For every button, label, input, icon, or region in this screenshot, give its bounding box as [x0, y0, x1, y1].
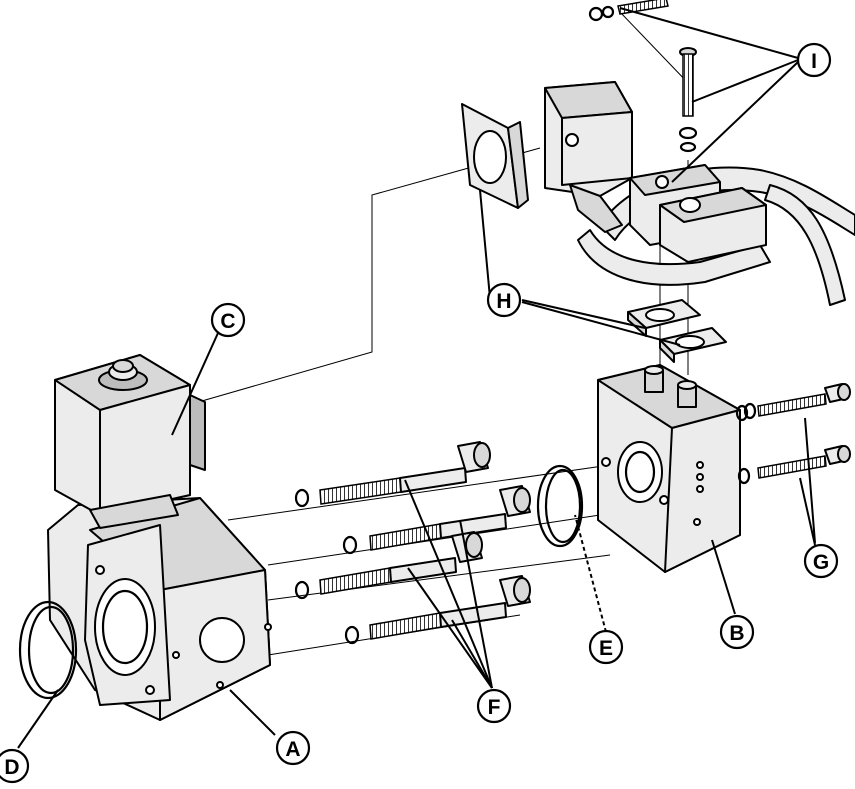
callout-G: G: [803, 543, 839, 579]
callout-I: I: [796, 42, 832, 78]
callout-label-E: E: [599, 637, 613, 660]
callout-D: D: [0, 748, 30, 784]
seals-H: [627, 299, 727, 363]
callout-label-G: G: [813, 551, 829, 574]
valve-body-A: [47, 497, 272, 721]
screw-I-vertical: [678, 47, 698, 153]
solenoid-coil-C: [54, 354, 206, 529]
gasket-plate: [461, 103, 529, 209]
callout-label-F: F: [488, 696, 501, 719]
callout-H: H: [486, 282, 522, 318]
callout-B: B: [719, 614, 755, 650]
callout-label-C: C: [220, 310, 235, 333]
screws-G: [735, 383, 851, 485]
o-ring-D: [18, 600, 78, 700]
o-ring-E: [536, 464, 584, 548]
callout-label-I: I: [811, 50, 817, 73]
screws-F: [294, 441, 531, 645]
manifold-block-B: [597, 364, 741, 573]
callout-C: C: [210, 302, 246, 338]
callout-E: E: [588, 629, 624, 665]
callout-label-D: D: [4, 756, 19, 779]
callout-F: F: [476, 688, 512, 724]
leader-lines: [17, 7, 816, 749]
upper-coil-connectors: [544, 81, 767, 263]
callout-label-B: B: [729, 622, 744, 645]
callout-label-H: H: [496, 290, 511, 313]
callout-label-A: A: [285, 738, 300, 761]
callout-A: A: [275, 730, 311, 766]
